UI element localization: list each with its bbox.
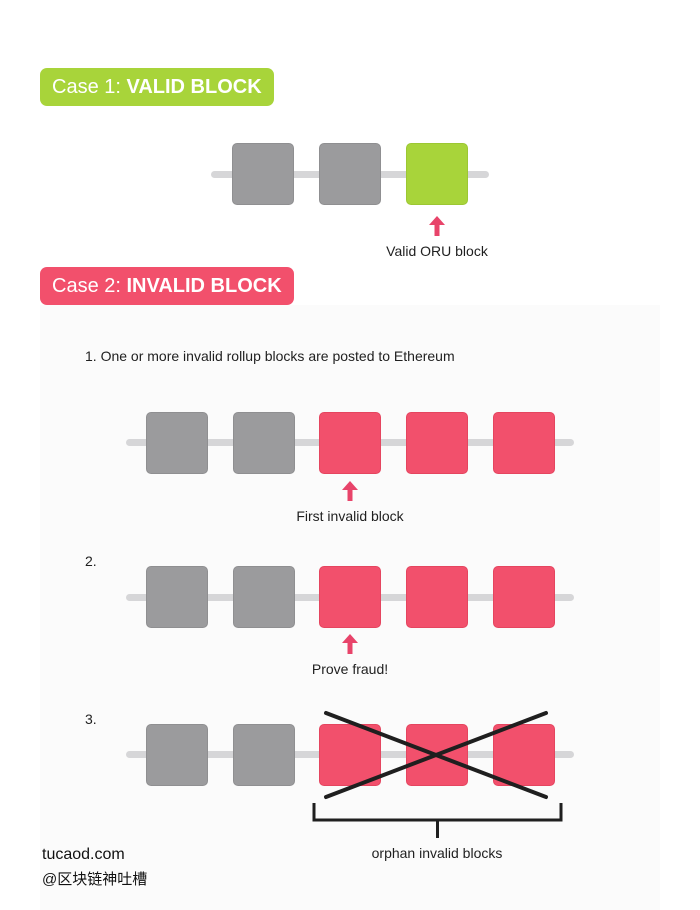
step2-text: 2. — [85, 553, 97, 569]
case2-badge: Case 2: INVALID BLOCK — [40, 267, 294, 305]
step1-block-invalid-2 — [406, 412, 468, 474]
case1-annotation: Valid ORU block — [386, 243, 488, 259]
step2-block-invalid-2 — [406, 566, 468, 628]
case1-block-valid — [406, 143, 468, 205]
step3-block-1 — [146, 724, 208, 786]
up-arrow-icon — [429, 216, 445, 236]
up-arrow-icon — [342, 481, 358, 501]
step3-block-2 — [233, 724, 295, 786]
case2-prefix: Case 2: — [52, 275, 127, 297]
step3-block-orphan-1 — [319, 724, 381, 786]
step2-block-invalid-1 — [319, 566, 381, 628]
step1-text: 1. One or more invalid rollup blocks are… — [85, 348, 455, 364]
step3-block-orphan-3 — [493, 724, 555, 786]
step1-block-1 — [146, 412, 208, 474]
step3-text: 3. — [85, 711, 97, 727]
case1-prefix: Case 1: — [52, 76, 127, 98]
step1-block-2 — [233, 412, 295, 474]
step3-annotation: orphan invalid blocks — [371, 845, 503, 861]
case1-block-1 — [232, 143, 294, 205]
step1-annotation: First invalid block — [296, 508, 404, 524]
step2-block-invalid-3 — [493, 566, 555, 628]
step2-block-2 — [233, 566, 295, 628]
case2-title: INVALID BLOCK — [126, 275, 282, 297]
footer-handle: @区块链神吐槽 — [42, 871, 148, 888]
case1-block-2 — [319, 143, 381, 205]
up-arrow-icon — [342, 634, 358, 654]
step1-block-invalid-1 — [319, 412, 381, 474]
case1-badge: Case 1: VALID BLOCK — [40, 68, 274, 106]
step1-block-invalid-3 — [493, 412, 555, 474]
footer-site: tucaod.com — [42, 846, 125, 863]
case1-title: VALID BLOCK — [126, 76, 262, 98]
step2-block-1 — [146, 566, 208, 628]
step2-annotation: Prove fraud! — [311, 661, 389, 677]
